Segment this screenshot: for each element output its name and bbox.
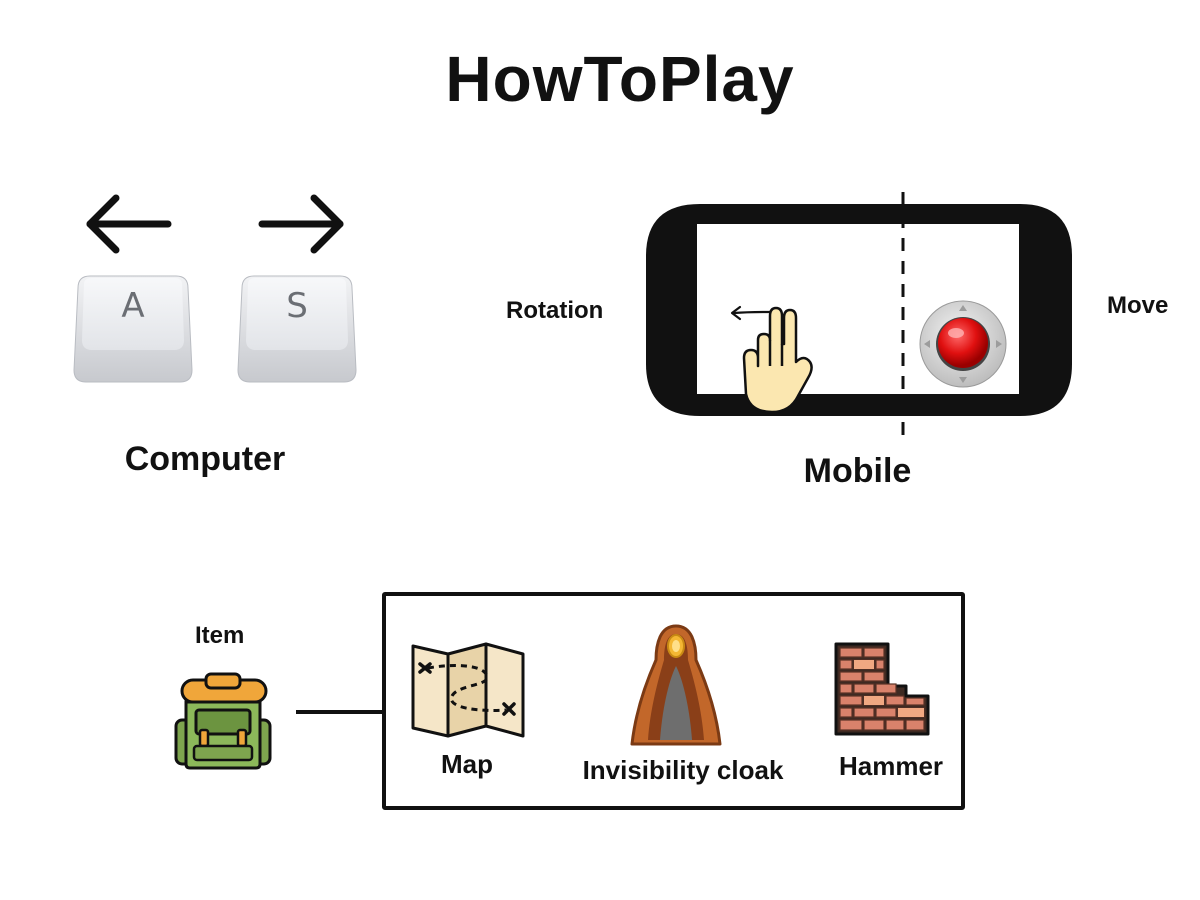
computer-label: Computer [124,440,286,478]
keycap-icon [73,275,193,383]
item-map-label: Map [441,749,493,779]
key-a-letter: A [121,286,145,326]
rotation-label: Rotation [506,297,604,324]
phone-icon [646,192,1072,436]
key-s: S [236,270,358,384]
move-label: Move [1107,292,1169,319]
joystick-icon [919,300,1007,388]
page-title: HowToPlay [445,43,795,115]
mobile-label: Mobile [803,452,912,490]
item-hammer-label: Hammer [838,751,944,781]
swipe-hand-icon [730,305,813,414]
connector-line [296,710,384,714]
key-s-letter: S [286,286,308,326]
left-arrow-icon [86,194,172,254]
map-icon [411,642,525,738]
keycap-icon [237,275,357,383]
brick-wall-icon [834,642,930,736]
item-label: Item [195,622,245,649]
right-arrow-icon [258,194,344,254]
items-panel [382,592,965,810]
key-a: A [72,270,194,384]
cloak-icon [630,624,722,746]
item-cloak-label: Invisibility cloak [582,755,784,785]
backpack-icon [174,672,272,770]
